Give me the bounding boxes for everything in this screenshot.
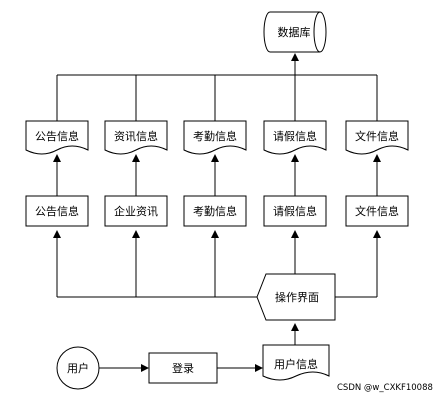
- document-label: 考勤信息: [193, 129, 237, 143]
- module-node: 考勤信息: [183, 195, 247, 227]
- document-label: 资讯信息: [114, 129, 158, 143]
- database-label: 数据库: [278, 25, 311, 39]
- module-label: 公告信息: [35, 204, 79, 218]
- module-node: 公告信息: [25, 195, 89, 227]
- document-node: 请假信息: [263, 120, 327, 155]
- module-node: 请假信息: [263, 195, 327, 227]
- user-info-node: 用户信息: [262, 344, 330, 381]
- operation-bus: [53, 230, 381, 298]
- userinfo-to-operation-arrow: [291, 323, 299, 345]
- module-label: 考勤信息: [193, 204, 237, 218]
- document-node: 资讯信息: [104, 120, 168, 155]
- module-node: 企业资讯: [104, 195, 168, 227]
- module-label: 请假信息: [273, 204, 317, 218]
- module-node: 文件信息: [345, 195, 409, 227]
- document-label: 公告信息: [35, 129, 79, 143]
- document-node: 文件信息: [345, 120, 409, 155]
- document-label: 请假信息: [273, 129, 317, 143]
- database-bus: [56, 53, 378, 121]
- module-label: 文件信息: [355, 204, 399, 218]
- document-nodes: 公告信息 资讯信息 考勤信息 请假信息 文件信息: [25, 120, 409, 155]
- user-node: 用户: [56, 346, 100, 390]
- database-node: 数据库: [263, 11, 327, 53]
- module-to-document-arrows: [53, 154, 381, 196]
- login-label: 登录: [172, 361, 194, 375]
- arrow-to-database: [291, 53, 299, 61]
- document-node: 考勤信息: [183, 120, 247, 155]
- login-node: 登录: [148, 352, 218, 384]
- user-label: 用户: [67, 361, 89, 375]
- operation-ui-node: 操作界面: [256, 273, 336, 321]
- user-info-label: 用户信息: [274, 357, 318, 371]
- module-label: 企业资讯: [114, 204, 158, 218]
- watermark: CSDN @w_CXKF10088: [337, 383, 433, 393]
- document-label: 文件信息: [355, 129, 399, 143]
- user-to-login-arrow: [99, 364, 149, 372]
- login-to-userinfo-arrow: [217, 364, 263, 372]
- document-node: 公告信息: [25, 120, 89, 155]
- operation-ui-label: 操作界面: [275, 290, 319, 304]
- module-nodes: 公告信息 企业资讯 考勤信息 请假信息 文件信息: [25, 195, 409, 227]
